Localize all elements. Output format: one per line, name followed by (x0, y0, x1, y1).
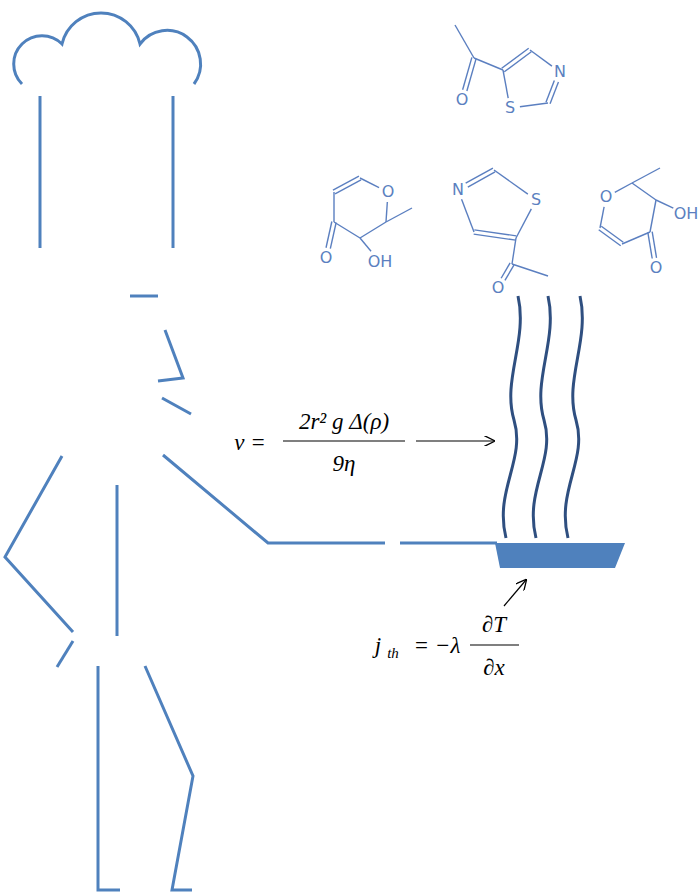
bond-line (466, 168, 493, 183)
formula-denominator: 9η (333, 452, 356, 475)
steam-line (565, 296, 582, 538)
bond-line (516, 209, 531, 238)
atom-label: OH (368, 254, 393, 270)
bond-line (334, 222, 360, 238)
chef-figure (5, 13, 497, 890)
bond-line (512, 238, 516, 264)
torso (116, 485, 119, 636)
steam-line (533, 296, 550, 538)
leg (98, 666, 120, 890)
hat-side (39, 96, 42, 248)
bond-line (656, 200, 673, 208)
bond-line (474, 58, 503, 70)
molecule-bonds (326, 25, 673, 280)
bond-line (455, 25, 474, 58)
atom-label: O (650, 260, 663, 276)
bond-line (503, 70, 508, 98)
bond-line (648, 232, 652, 258)
formula-numerator: 2r² g Δ(ρ) (299, 410, 389, 433)
leader-arrow (416, 440, 494, 441)
bond-line (463, 57, 472, 89)
formula-text: j (375, 634, 381, 657)
formula-denominator: ∂x (483, 656, 505, 679)
bond-line (330, 222, 336, 248)
atom-label: N (554, 64, 566, 80)
steam-line (503, 296, 520, 538)
chef-hat (14, 13, 201, 84)
bond-line (550, 82, 558, 104)
bond-line (360, 222, 386, 238)
bond-line (333, 192, 334, 222)
bond-line (494, 170, 528, 194)
bond-line (386, 208, 412, 222)
bond-line (632, 168, 660, 183)
atom-label: O (492, 280, 505, 296)
atom-label: S (505, 100, 515, 116)
bond-line (632, 183, 656, 200)
bond-line (650, 200, 656, 232)
bond-line (600, 207, 604, 228)
bond-line (504, 52, 531, 72)
bond-line (360, 178, 379, 188)
bond-line (505, 265, 514, 280)
nose (158, 330, 183, 381)
bond-line (652, 232, 656, 258)
bond-line (546, 81, 554, 103)
atom-label: N (452, 182, 464, 198)
pan-handle (400, 542, 497, 545)
formula-text: v = (234, 431, 265, 454)
bond-line (467, 59, 476, 91)
steam (503, 296, 582, 538)
atom-label: S (531, 192, 541, 208)
bond-line (501, 263, 510, 278)
bond-line (333, 176, 359, 190)
fraction-bar (470, 644, 519, 645)
leg (145, 666, 193, 890)
pan (495, 543, 625, 568)
leader-arrow (504, 580, 526, 606)
atom-label: O (382, 184, 395, 200)
bond-line (512, 264, 548, 276)
formula-numerator: ∂T (482, 613, 506, 636)
formula-text: = −λ (414, 634, 461, 657)
bond-line (474, 234, 516, 240)
mouth (162, 398, 191, 414)
hat-side (172, 96, 175, 248)
atom-label: O (600, 189, 613, 205)
bond-line (599, 230, 621, 246)
hand (57, 641, 73, 667)
bond-line (530, 50, 552, 66)
bond-line (386, 202, 387, 222)
arm (5, 456, 73, 632)
atom-label: OH (674, 206, 699, 222)
atom-label: O (320, 250, 333, 266)
atom-label: O (456, 92, 469, 108)
bond-line (502, 48, 529, 68)
bond-line (360, 238, 371, 251)
bond-line (622, 232, 650, 244)
formula-subscript: th (387, 646, 399, 661)
bond-line (462, 199, 474, 232)
bond-line (615, 183, 632, 192)
fraction-bar (283, 440, 405, 441)
bond-line (520, 103, 548, 107)
eyebrow (130, 295, 158, 298)
